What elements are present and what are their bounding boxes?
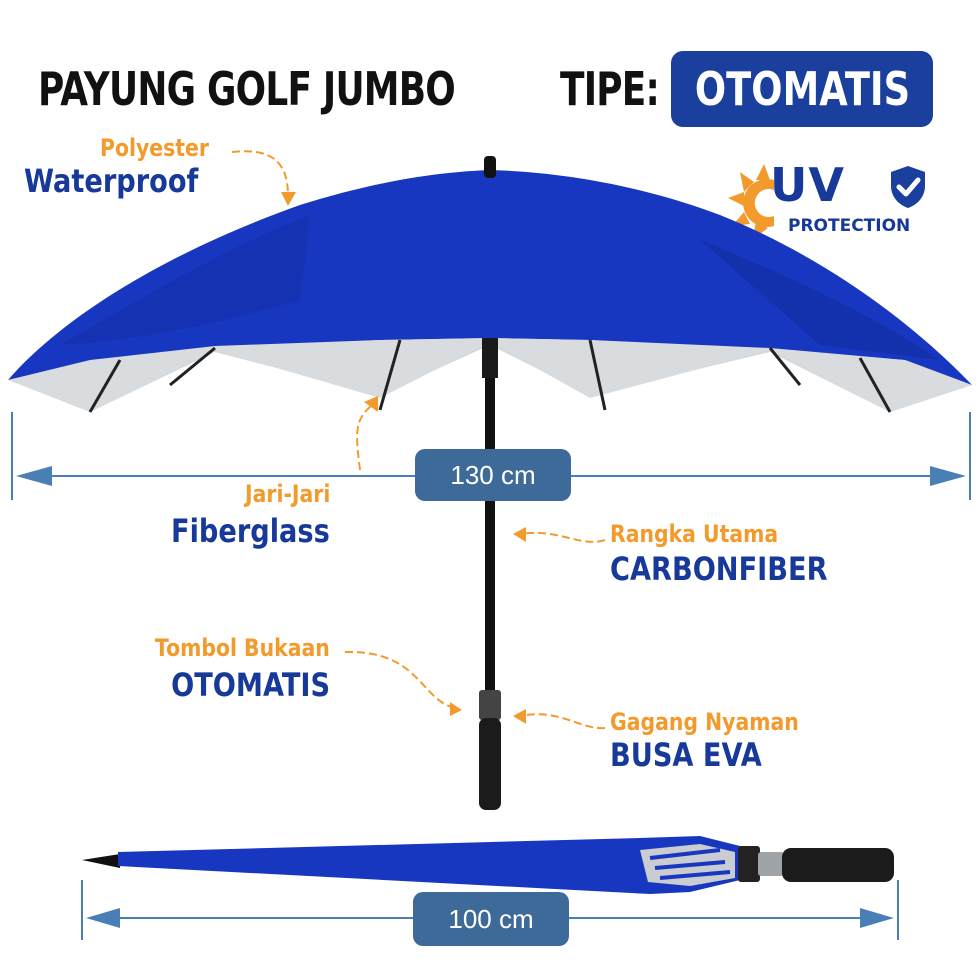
type-label: TIPE: [560, 62, 660, 116]
type-badge: OTOMATIS [671, 51, 933, 127]
canopy-shade-right [700, 240, 940, 360]
ribs [88, 339, 892, 413]
ribs-material-label: Fiberglass [171, 512, 330, 550]
uv-text: UV [770, 158, 845, 212]
runner [482, 338, 498, 378]
closed-length-label: 100 cm [413, 892, 569, 946]
closed-runner [738, 846, 760, 882]
closed-umbrella-illustration [82, 836, 894, 894]
button-type-label: OTOMATIS [170, 666, 330, 704]
frame-material-label: CARBONFIBER [610, 550, 828, 588]
handle-name-label: Gagang Nyaman [610, 708, 799, 736]
button-name-label: Tombol Bukaan [155, 634, 330, 662]
closed-handle [782, 848, 894, 882]
top-tip [484, 156, 496, 178]
type-value: OTOMATIS [694, 62, 910, 116]
handle-material-label: BUSA EVA [610, 736, 762, 774]
canopy-material-label: Polyester [100, 134, 209, 162]
frame-name-label: Rangka Utama [610, 520, 779, 548]
open-width-label: 130 cm [415, 449, 571, 501]
protection-text: PROTECTION [788, 216, 911, 236]
callout-connectors [231, 150, 606, 730]
handle [479, 718, 501, 810]
page-title: PAYUNG GOLF JUMBO [38, 62, 456, 116]
closed-button [758, 852, 784, 876]
open-button [479, 690, 501, 720]
canopy-edge [8, 338, 972, 412]
closed-tip [82, 854, 120, 868]
closed-canopy [118, 836, 740, 894]
canopy-shade-left [60, 215, 310, 345]
closed-stripes [649, 848, 731, 880]
shield-check-icon [891, 166, 925, 208]
canopy [8, 170, 972, 385]
uv-protection-badge: UV PROTECTION [726, 158, 936, 248]
callout-arrowheads [281, 192, 526, 724]
shaft [485, 338, 495, 693]
canopy-feature-label: Waterproof [24, 162, 199, 200]
ribs-name-label: Jari-Jari [244, 480, 330, 508]
